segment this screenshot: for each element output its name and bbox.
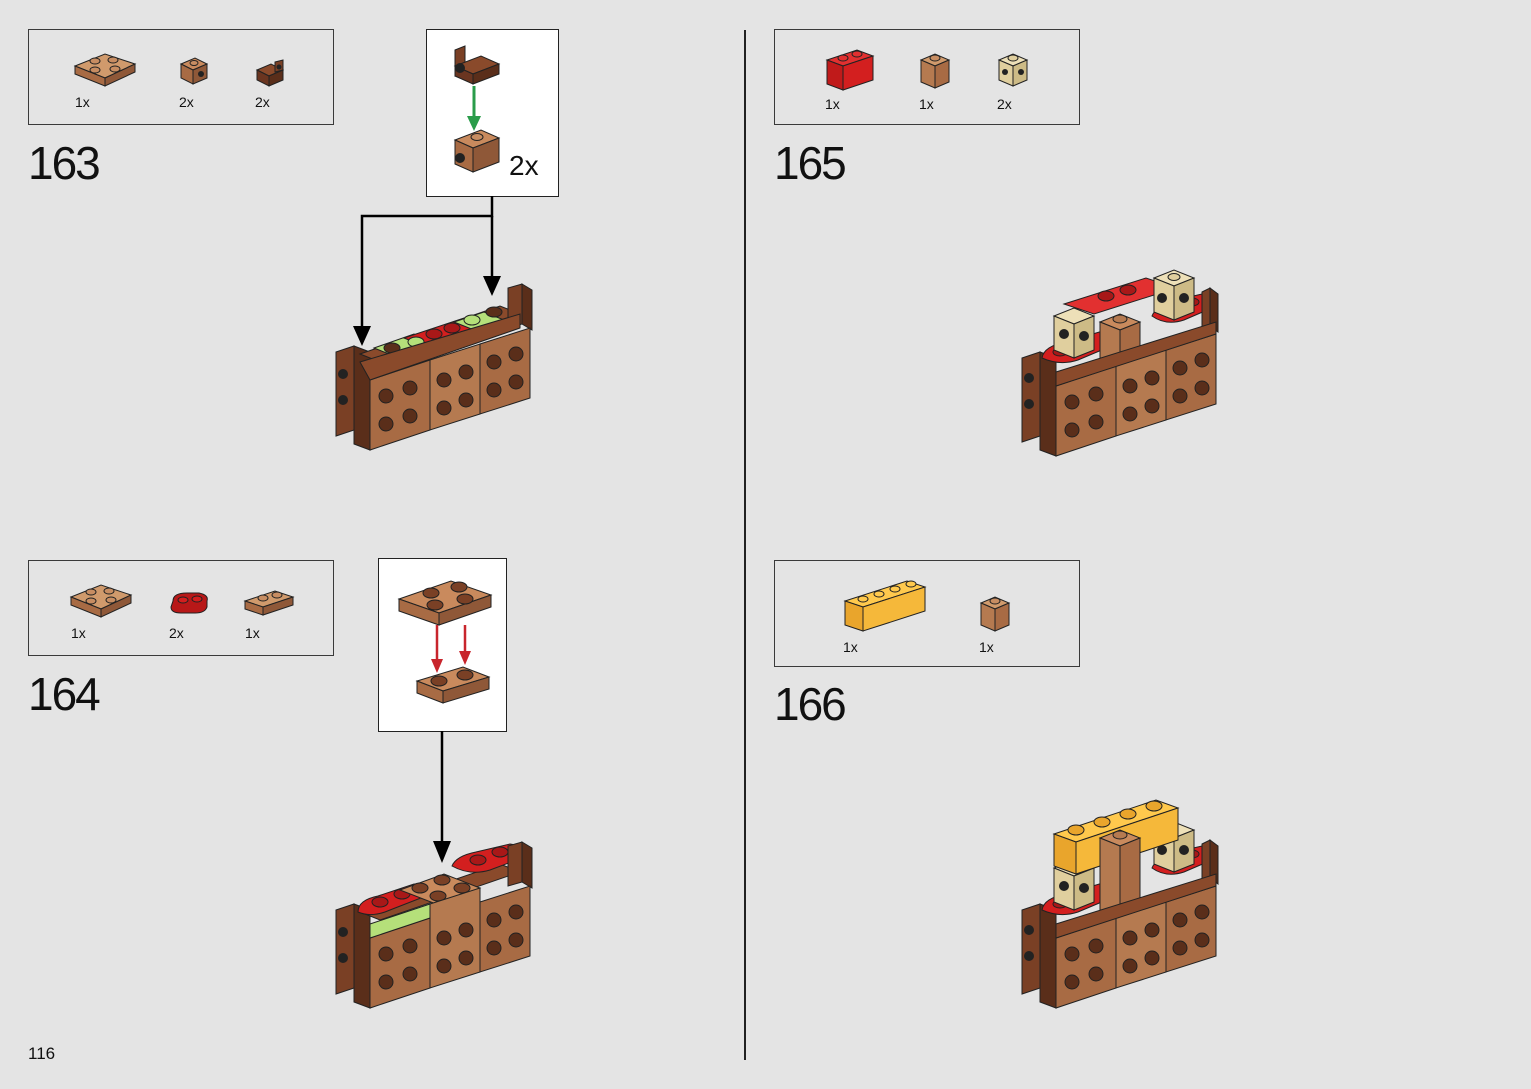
brick-1x4-yellow-icon <box>841 575 929 635</box>
brick-1x2-red-icon <box>823 46 877 92</box>
bracket-nougat-icon <box>441 128 505 174</box>
part-qty: 2x <box>255 94 270 110</box>
bracket-1x1-brown-icon <box>253 58 289 88</box>
step-number-165: 165 <box>774 140 845 186</box>
step-number-163: 163 <box>28 140 99 186</box>
bracket-brown-icon <box>441 44 505 88</box>
part-qty: 1x <box>71 625 86 641</box>
plate-1x2-nougat-icon <box>413 663 493 713</box>
part-qty: 1x <box>245 625 260 641</box>
page-number: 116 <box>28 1044 55 1064</box>
part-qty: 1x <box>979 639 994 655</box>
part-qty: 2x <box>169 625 184 641</box>
part-qty: 1x <box>919 96 934 112</box>
part-qty: 2x <box>997 96 1012 112</box>
green-arrow-icon <box>467 86 481 132</box>
brick-1x1-nougat-icon <box>977 593 1013 633</box>
part-qty: 1x <box>75 94 90 110</box>
brick-1x1-nougat-icon <box>917 50 953 90</box>
model-step-164 <box>330 838 540 1013</box>
callout-qty: 2x <box>509 150 539 182</box>
part-qty: 2x <box>179 94 194 110</box>
parts-list-163: 1x 2x 2x <box>28 29 334 125</box>
plate-1x2-round-red-icon <box>167 591 211 615</box>
page-divider <box>744 30 746 1060</box>
parts-list-166: 1x 1x <box>774 560 1080 667</box>
step-number-164: 164 <box>28 671 99 717</box>
parts-list-164: 1x 2x 1x <box>28 560 334 656</box>
model-step-166 <box>1016 788 1226 1013</box>
model-step-165 <box>1016 266 1226 461</box>
plate-1x2-nougat-icon <box>243 589 295 617</box>
brick-1x1-studs-tan-icon <box>995 50 1031 90</box>
sub-assembly-callout-164 <box>378 558 507 732</box>
parts-list-165: 1x 1x 2x <box>774 29 1080 125</box>
bracket-1x1-nougat-icon <box>177 54 213 88</box>
part-qty: 1x <box>843 639 858 655</box>
plate-2x2-nougat-icon <box>73 50 137 90</box>
part-qty: 1x <box>825 96 840 112</box>
sub-assembly-callout-163: 2x <box>426 29 559 197</box>
step-number-166: 166 <box>774 681 845 727</box>
model-step-163 <box>330 280 540 455</box>
plate-2x2-nougat-icon <box>69 581 133 621</box>
